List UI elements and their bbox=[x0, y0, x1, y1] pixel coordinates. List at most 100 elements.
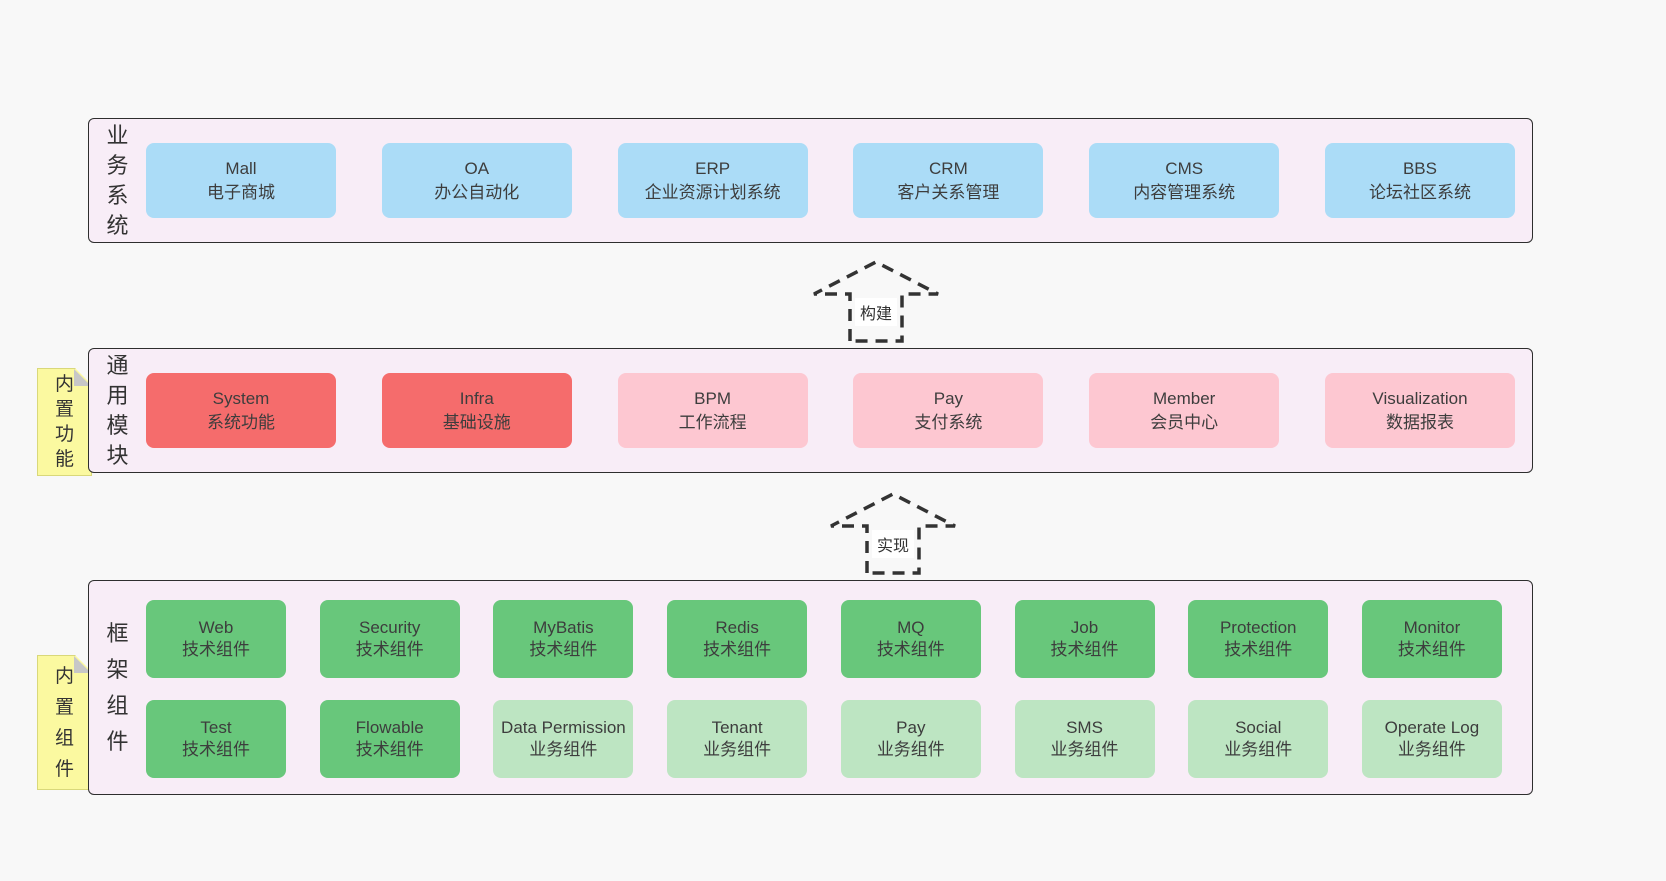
box-subtitle: 办公自动化 bbox=[434, 182, 520, 202]
up-arrow-icon bbox=[813, 260, 939, 343]
box-infra: Infra 基础设施 bbox=[381, 373, 572, 448]
box-title: Monitor bbox=[1403, 617, 1461, 637]
box-subtitle: 技术组件 bbox=[182, 740, 250, 759]
box-title: BPM bbox=[694, 388, 732, 408]
sticky-note-label: 内置组件 bbox=[54, 665, 74, 780]
box-subtitle: 支付系统 bbox=[914, 412, 983, 432]
box-sms: SMS 业务组件 bbox=[1014, 700, 1155, 778]
sticky-note-built-in-features: 内置功能 bbox=[37, 368, 92, 476]
box-security: Security 技术组件 bbox=[319, 600, 460, 678]
arrow-build: 构建 bbox=[806, 258, 946, 343]
layer-title: 通用模块 bbox=[106, 352, 129, 468]
box-title: Test bbox=[200, 717, 232, 737]
box-title: Job bbox=[1070, 617, 1099, 637]
box-operate-log: Operate Log 业务组件 bbox=[1361, 700, 1502, 778]
up-arrow-icon bbox=[830, 492, 956, 575]
box-title: Pay bbox=[933, 388, 964, 408]
box-mq: MQ 技术组件 bbox=[840, 600, 981, 678]
box-subtitle: 系统功能 bbox=[207, 412, 275, 432]
box-subtitle: 内容管理系统 bbox=[1133, 182, 1236, 202]
box-title: Mall bbox=[225, 158, 257, 178]
box-subtitle: 数据报表 bbox=[1385, 412, 1454, 432]
box-protection: Protection 技术组件 bbox=[1188, 600, 1329, 678]
box-job: Job 技术组件 bbox=[1014, 600, 1155, 678]
box-social: Social 业务组件 bbox=[1188, 700, 1329, 778]
box-oa: OA 办公自动化 bbox=[381, 143, 572, 218]
box-subtitle: 技术组件 bbox=[355, 740, 424, 759]
box-subtitle: 业务组件 bbox=[529, 740, 598, 759]
layer-title: 业务系统 bbox=[106, 122, 129, 238]
box-subtitle: 技术组件 bbox=[876, 640, 945, 659]
box-subtitle: 技术组件 bbox=[1224, 640, 1293, 659]
layer-business-systems: 业务系统 Mall 电子商城 OA 办公自动化 ERP 企业资源计划系统 CRM… bbox=[88, 118, 1533, 243]
arrow-implement: 实现 bbox=[823, 490, 963, 575]
box-flowable: Flowable 技术组件 bbox=[319, 700, 460, 778]
box-title: Visualization bbox=[1372, 388, 1468, 408]
arrow-label: 构建 bbox=[854, 298, 898, 326]
box-subtitle: 业务组件 bbox=[1224, 740, 1293, 759]
box-subtitle: 业务组件 bbox=[1397, 740, 1466, 759]
box-erp: ERP 企业资源计划系统 bbox=[617, 143, 808, 218]
box-tenant: Tenant 业务组件 bbox=[667, 700, 808, 778]
box-title: MQ bbox=[897, 617, 925, 637]
box-title: System bbox=[212, 388, 270, 408]
box-title: CRM bbox=[929, 158, 968, 178]
layer-common-modules: 通用模块 System 系统功能 Infra 基础设施 BPM 工作流程 Pay… bbox=[88, 348, 1533, 473]
box-subtitle: 业务组件 bbox=[876, 740, 945, 759]
box-subtitle: 电子商城 bbox=[207, 182, 275, 202]
layer-framework-components: 框架组件 Web 技术组件 Security 技术组件 MyBatis 技术组件… bbox=[88, 580, 1533, 795]
framework-components-row-2: Test 技术组件 Flowable 技术组件 Data Permission … bbox=[146, 700, 1502, 778]
box-title: OA bbox=[464, 158, 490, 178]
framework-components-row-1: Web 技术组件 Security 技术组件 MyBatis 技术组件 Redi… bbox=[146, 600, 1502, 678]
box-title: ERP bbox=[695, 158, 731, 178]
box-subtitle: 业务组件 bbox=[1050, 740, 1119, 759]
box-crm: CRM 客户关系管理 bbox=[853, 143, 1044, 218]
box-mybatis: MyBatis 技术组件 bbox=[493, 600, 634, 678]
box-subtitle: 技术组件 bbox=[529, 640, 598, 659]
box-subtitle: 技术组件 bbox=[355, 640, 424, 659]
box-title: Social bbox=[1235, 717, 1282, 737]
box-title: Protection bbox=[1219, 617, 1297, 637]
box-bpm: BPM 工作流程 bbox=[617, 373, 808, 448]
box-bbs: BBS 论坛社区系统 bbox=[1324, 143, 1515, 218]
box-redis: Redis 技术组件 bbox=[667, 600, 808, 678]
box-data-permission: Data Permission 业务组件 bbox=[493, 700, 634, 778]
box-monitor: Monitor 技术组件 bbox=[1361, 600, 1502, 678]
box-title: Web bbox=[198, 617, 234, 637]
box-title: Security bbox=[358, 617, 421, 637]
box-title: CMS bbox=[1165, 158, 1204, 178]
box-pay-component: Pay 业务组件 bbox=[840, 700, 981, 778]
box-subtitle: 技术组件 bbox=[703, 640, 772, 659]
box-web: Web 技术组件 bbox=[146, 600, 286, 678]
box-title: Tenant bbox=[711, 717, 763, 737]
box-subtitle: 论坛社区系统 bbox=[1368, 182, 1471, 202]
box-title: BBS bbox=[1402, 158, 1437, 178]
box-cms: CMS 内容管理系统 bbox=[1089, 143, 1280, 218]
box-title: Operate Log bbox=[1384, 717, 1480, 737]
box-subtitle: 技术组件 bbox=[1397, 640, 1466, 659]
box-subtitle: 技术组件 bbox=[182, 640, 250, 659]
sticky-note-label: 内置功能 bbox=[54, 374, 74, 470]
box-subtitle: 基础设施 bbox=[442, 412, 511, 432]
box-system: System 系统功能 bbox=[146, 373, 336, 448]
box-subtitle: 业务组件 bbox=[703, 740, 772, 759]
box-subtitle: 技术组件 bbox=[1050, 640, 1119, 659]
box-title: Flowable bbox=[355, 717, 424, 737]
box-title: MyBatis bbox=[533, 617, 594, 637]
box-subtitle: 客户关系管理 bbox=[897, 182, 1000, 202]
box-title: SMS bbox=[1066, 717, 1103, 737]
box-title: Redis bbox=[715, 617, 759, 637]
box-test: Test 技术组件 bbox=[146, 700, 286, 778]
box-subtitle: 会员中心 bbox=[1150, 412, 1219, 432]
sticky-note-built-in-components: 内置组件 bbox=[37, 655, 92, 790]
box-title: Pay bbox=[896, 717, 926, 737]
box-title: Infra bbox=[459, 388, 494, 408]
box-subtitle: 企业资源计划系统 bbox=[644, 182, 781, 202]
layer-title: 框架组件 bbox=[106, 620, 129, 754]
box-visualization: Visualization 数据报表 bbox=[1324, 373, 1515, 448]
arrow-label: 实现 bbox=[871, 530, 915, 558]
box-pay-module: Pay 支付系统 bbox=[853, 373, 1044, 448]
box-title: Member bbox=[1153, 388, 1216, 408]
box-mall: Mall 电子商城 bbox=[146, 143, 336, 218]
